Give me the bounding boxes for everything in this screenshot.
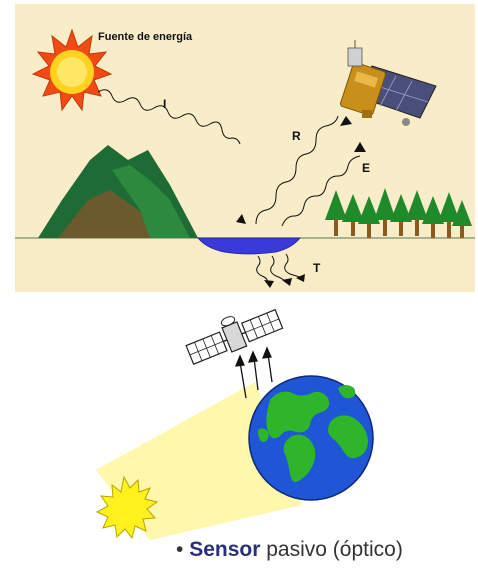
orbiting-satellite-icon [185,308,284,365]
water-body [197,237,301,255]
incident-ray [97,89,241,145]
label-incident: I [163,97,166,111]
caption-rest: pasivo (óptico) [266,538,403,561]
label-emitted: E [362,161,370,175]
caption-bullet: • [176,538,184,561]
incident-arrowhead [236,214,246,224]
upwelling-radiation-arrows [234,346,273,399]
energy-source-label: Fuente de energía [98,31,193,43]
transmitted-rays [256,253,305,285]
label-reflected: R [292,129,301,143]
emitted-ray [281,155,361,227]
label-transmitted: T [313,261,321,275]
passive-sensor-illustration [95,308,374,540]
caption-bold-term: Sensor [189,538,261,561]
mountains-icon [38,145,198,238]
earth-icon [248,375,374,501]
sun-icon [31,28,113,112]
satellite-icon [340,40,437,126]
reflected-arrowhead [340,116,352,126]
reflected-ray [255,115,339,225]
trees-icon [325,188,472,238]
emitted-arrowhead [354,142,366,152]
energy-interaction-panel: Fuente de energía [15,4,475,292]
caption-passive-sensor: • Sensor pasivo (óptico) [176,538,403,562]
small-sun-icon [95,475,159,540]
